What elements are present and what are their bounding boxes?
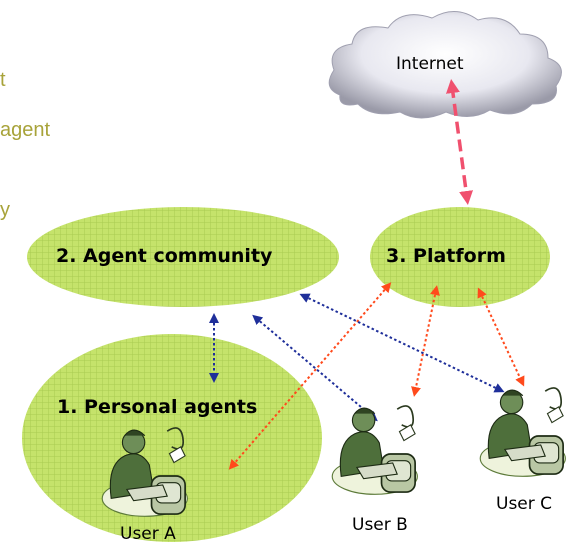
platform-label: 3. Platform xyxy=(386,245,506,267)
personal-agents-label: 1. Personal agents xyxy=(57,396,258,418)
user-b-label: User B xyxy=(352,515,408,535)
side-text-line-3: y xyxy=(0,199,10,221)
platform-user-b-link xyxy=(411,285,440,397)
internet-cloud-icon xyxy=(328,11,562,119)
platform-user-c-link xyxy=(477,287,525,387)
user-c-person-at-computer-icon xyxy=(479,387,567,478)
side-text-line-2: agent xyxy=(0,119,51,141)
platform-ellipse xyxy=(370,207,550,307)
user-c-label: User C xyxy=(496,494,553,514)
internet-label: Internet xyxy=(396,54,464,74)
side-text-line-1: t xyxy=(0,69,6,91)
user-a-label: User A xyxy=(120,524,176,544)
agent-community-label: 2. Agent community xyxy=(56,245,273,267)
community-user-c-link xyxy=(299,293,505,393)
internet-platform-link xyxy=(445,79,474,205)
agent-community-ellipse xyxy=(27,207,339,307)
user-b-person-at-computer-icon xyxy=(331,405,419,496)
